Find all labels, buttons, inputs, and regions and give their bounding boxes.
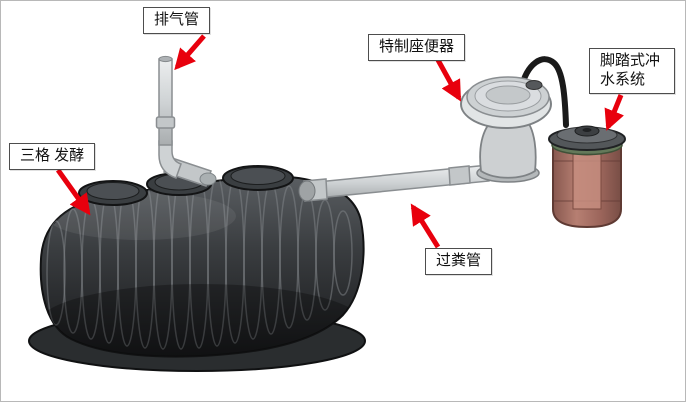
label-special-toilet: 特制座便器 bbox=[368, 34, 466, 61]
arrow-flush-system bbox=[604, 94, 625, 131]
toilet-graphic bbox=[460, 76, 552, 183]
arrow-vent-pipe bbox=[174, 34, 206, 71]
label-three-chamber-tank: 三格 发酵 bbox=[9, 143, 96, 170]
arrow-waste-pipe bbox=[410, 203, 441, 249]
waste-pipe-graphic bbox=[298, 164, 490, 202]
arrow-tank bbox=[55, 168, 91, 216]
vent-pipe-graphic bbox=[155, 55, 217, 187]
label-vent-pipe: 排气管 bbox=[143, 7, 211, 34]
tank-lid-1 bbox=[78, 180, 148, 206]
label-waste-pipe: 过粪管 bbox=[425, 248, 493, 275]
flush-container-graphic bbox=[548, 125, 626, 229]
tank-lid-3 bbox=[222, 165, 294, 191]
flush-hose-graphic bbox=[518, 56, 569, 128]
label-foot-flush-system: 脚踏式冲水系统 bbox=[589, 48, 675, 94]
arrow-toilet bbox=[435, 58, 462, 102]
